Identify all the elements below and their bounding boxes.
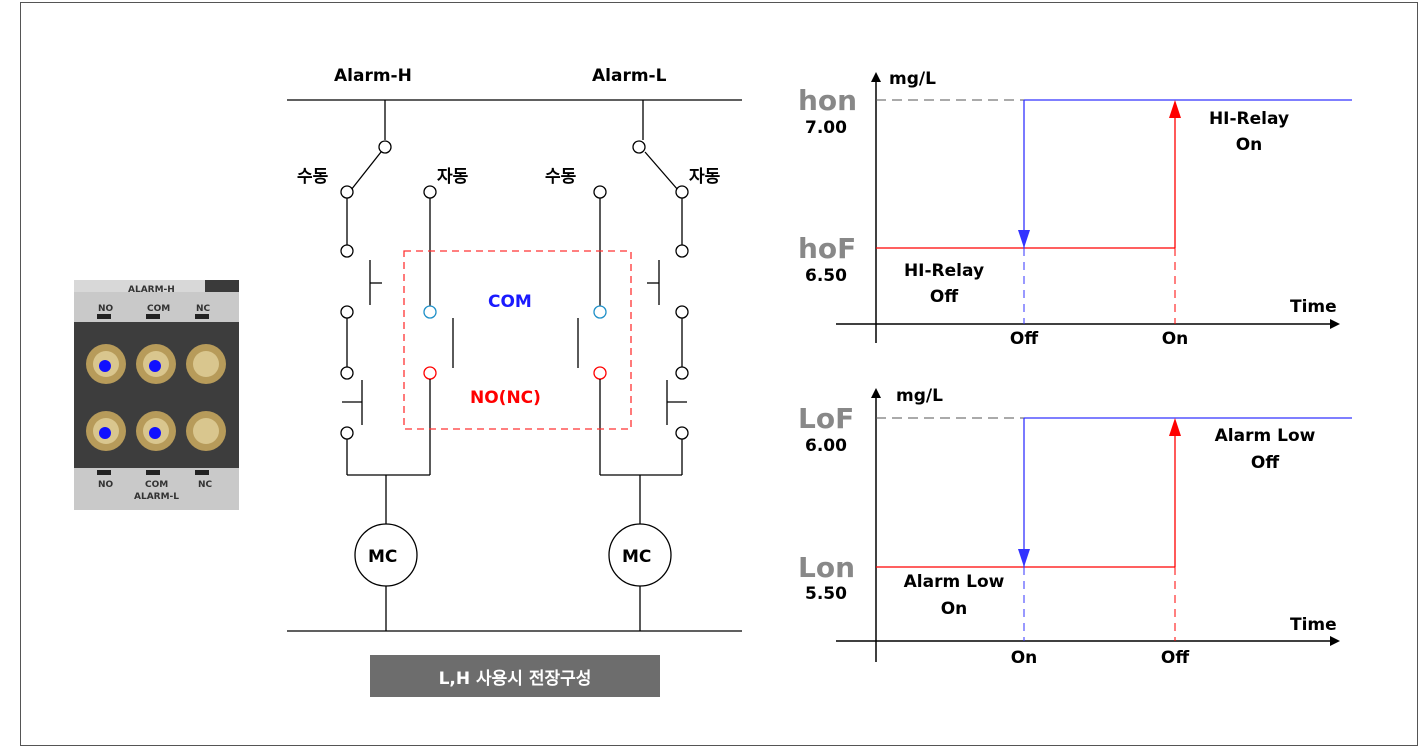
terminal-block-photo: ALARM-H NO COM NC NO <box>74 280 239 510</box>
hi-down-arrow <box>1018 230 1030 248</box>
hi-off-text-2: Off <box>930 287 958 307</box>
caption-text: L,H 사용시 전장구성 <box>438 668 592 689</box>
mc-label-left: MC <box>368 547 397 567</box>
lo-off-text-2: Off <box>1251 453 1279 473</box>
hi-ylabel: mg/L <box>889 69 936 89</box>
mc-label-right: MC <box>622 547 651 567</box>
hi-off-text-1: HI-Relay <box>904 261 984 281</box>
lo-down-arrow <box>1018 549 1030 567</box>
svg-text:NC: NC <box>198 480 213 490</box>
terminal-marker-dot <box>99 360 111 372</box>
lo-ylabel: mg/L <box>896 386 943 406</box>
hi-on-text-1: HI-Relay <box>1209 109 1289 129</box>
hi-xlabel: Time <box>1290 297 1337 317</box>
manual-label-right: 수동 <box>545 167 577 187</box>
lo-on-text-2: On <box>941 599 968 619</box>
svg-text:NO: NO <box>98 480 114 490</box>
lo-tick-left: On <box>1011 648 1038 668</box>
lo-xlabel: Time <box>1290 615 1337 635</box>
svg-text:NC: NC <box>196 304 211 314</box>
hi-tick-right: On <box>1162 329 1189 349</box>
hi-tick-left: Off <box>1010 329 1038 349</box>
com-label: COM <box>488 292 532 312</box>
manual-label-left: 수동 <box>297 167 329 187</box>
auto-label-right: 자동 <box>689 167 721 187</box>
lo-upper-value: 6.00 <box>805 436 847 456</box>
selector-switch-right <box>644 151 679 191</box>
circuit-diagram <box>287 99 742 632</box>
photo-bottom-label: ALARM-L <box>134 492 179 502</box>
lo-upper-code: LoF <box>798 402 854 435</box>
lo-on-text-1: Alarm Low <box>904 572 1005 592</box>
hi-on-text-2: On <box>1236 135 1263 155</box>
terminal-marker-dot <box>149 360 161 372</box>
hi-lower-code: hoF <box>798 232 856 265</box>
lo-off-text-1: Alarm Low <box>1215 426 1316 446</box>
selector-switch-left <box>350 151 382 191</box>
auto-label-left: 자동 <box>437 167 469 187</box>
lo-lower-code: Lon <box>798 551 855 584</box>
circuit-caption: L,H 사용시 전장구성 <box>370 655 660 697</box>
relay-contact-box <box>403 250 632 430</box>
alarm-l-label: Alarm-L <box>592 66 667 86</box>
lo-up-arrow <box>1169 418 1181 436</box>
hi-upper-code: hon <box>798 84 857 117</box>
low-alarm-chart: mg/L Time LoF 6.00 Lon 5.50 Alarm Low Of… <box>798 386 1352 668</box>
no-nc-label: NO(NC) <box>470 388 541 408</box>
outer-frame <box>20 2 1418 746</box>
hi-relay-chart: mg/L Time hon 7.00 hoF 6.50 HI-Relay On … <box>798 69 1352 349</box>
svg-text:COM: COM <box>147 304 170 314</box>
terminal-marker-dot <box>99 427 111 439</box>
circuit-labels: Alarm-H Alarm-L 수동 자동 수동 자동 COM NO(NC) M… <box>297 66 721 567</box>
svg-text:COM: COM <box>145 480 168 490</box>
photo-top-label: ALARM-H <box>128 285 175 295</box>
svg-text:NO: NO <box>98 304 114 314</box>
lo-lower-value: 5.50 <box>805 584 847 604</box>
lo-tick-right: Off <box>1161 648 1189 668</box>
alarm-h-label: Alarm-H <box>334 66 412 86</box>
hi-upper-value: 7.00 <box>805 118 847 138</box>
hi-lower-value: 6.50 <box>805 266 847 286</box>
hi-up-arrow <box>1169 100 1181 118</box>
terminal-marker-dot <box>149 427 161 439</box>
